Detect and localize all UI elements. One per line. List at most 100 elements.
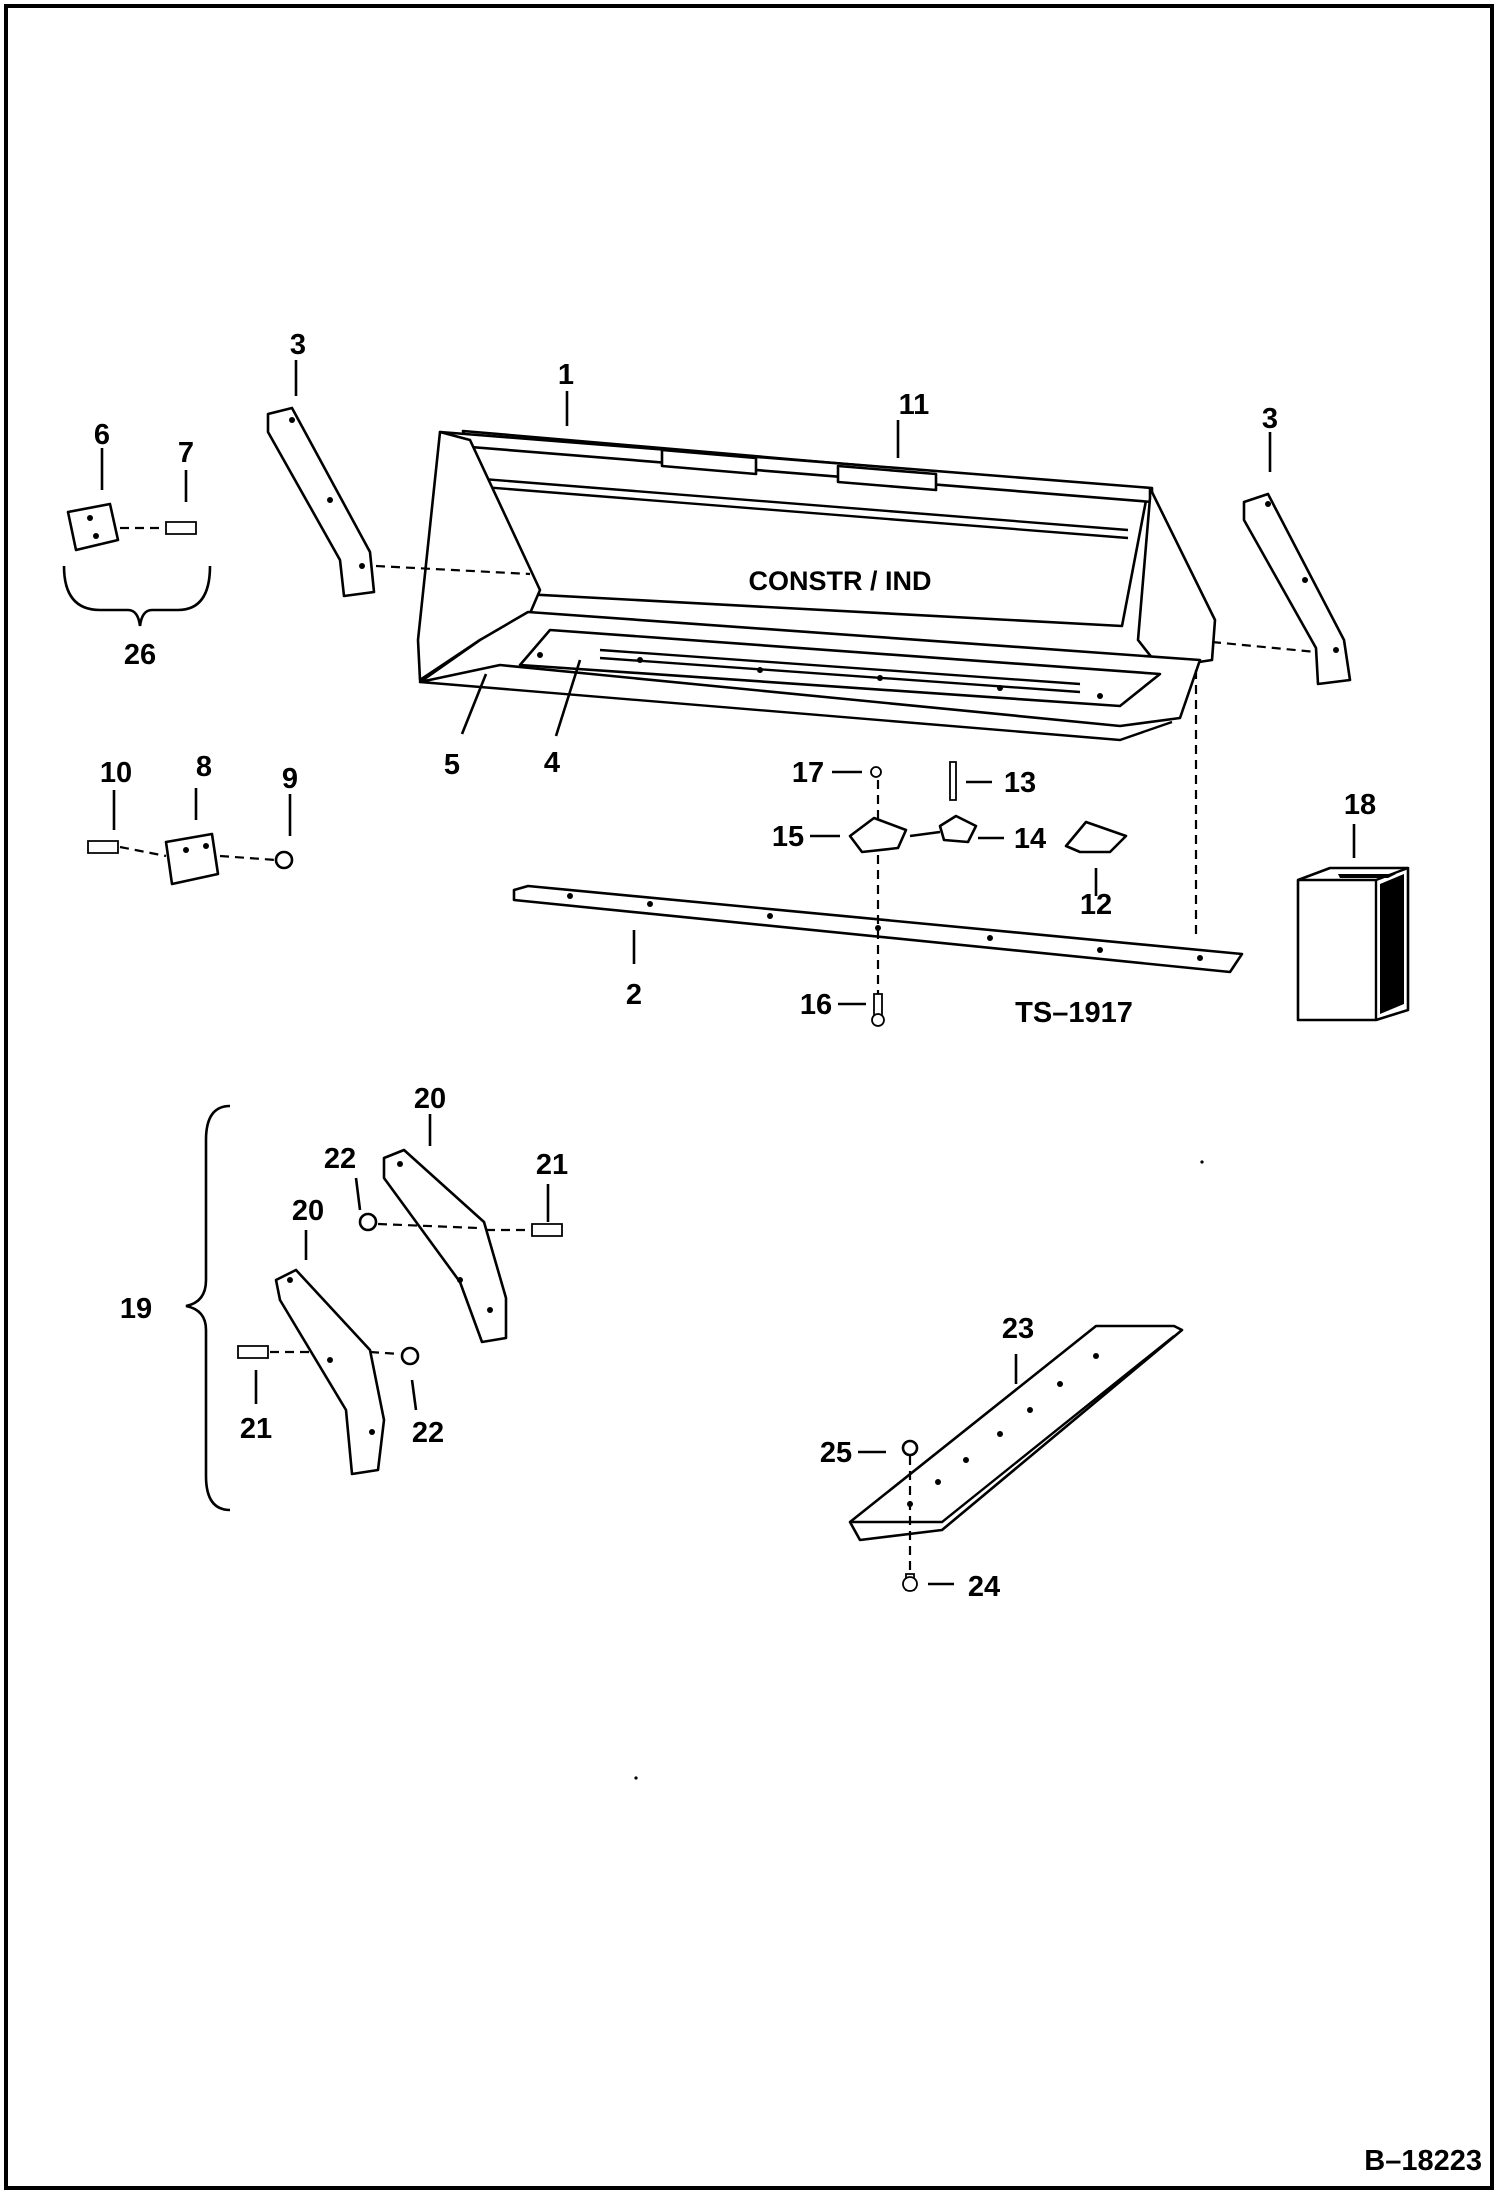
callout-20-bottom: 20 xyxy=(292,1195,324,1227)
edge-hole xyxy=(1197,955,1203,961)
bucket-mount-bracket-right xyxy=(836,464,938,492)
edge-hole xyxy=(1057,1381,1063,1387)
callout-19: 19 xyxy=(120,1293,152,1325)
side-cutter-lower xyxy=(274,1268,386,1476)
callout-11: 11 xyxy=(899,389,930,421)
nut-22-upper xyxy=(358,1212,378,1232)
callout-21-bottom: 21 xyxy=(240,1413,272,1445)
callout-12: 12 xyxy=(1080,889,1112,921)
cutter-hole xyxy=(369,1429,375,1435)
bolt-7 xyxy=(165,521,197,535)
callout-22-bottom: 22 xyxy=(412,1417,444,1449)
pin-13 xyxy=(949,761,957,801)
cutter-hole xyxy=(457,1277,463,1283)
bucket-assembly: CONSTR / IND xyxy=(416,429,1217,742)
callout-20-top: 20 xyxy=(414,1083,446,1115)
callout-18: 18 xyxy=(1344,789,1376,821)
tooth-shank-15 xyxy=(848,816,908,854)
bucket-front-edge xyxy=(419,680,1173,742)
strip-hole xyxy=(327,497,333,503)
bolt-10 xyxy=(87,840,119,854)
floor-hole xyxy=(637,657,643,663)
callout-7: 7 xyxy=(178,437,194,469)
callout-13: 13 xyxy=(1004,767,1036,799)
box-top-shade xyxy=(1338,874,1396,878)
cutter-hole xyxy=(327,1357,333,1363)
bolt-21-upper xyxy=(531,1223,563,1237)
bucket-marking: CONSTR / IND xyxy=(748,566,931,596)
speck xyxy=(634,1776,638,1780)
floor-hole xyxy=(877,675,883,681)
cutter-hole xyxy=(397,1161,403,1167)
edge-hole xyxy=(875,925,881,931)
box-shading xyxy=(1380,874,1404,1014)
bucket-lip-edge-2 xyxy=(469,484,1129,540)
edge-hole xyxy=(1027,1407,1033,1413)
nut-9 xyxy=(274,850,294,870)
callout-6: 6 xyxy=(94,419,110,451)
wear-plate-small xyxy=(66,502,120,552)
side-wear-strip-left xyxy=(266,406,376,598)
floor-hole xyxy=(757,667,763,673)
view-reference-label: TS–1917 xyxy=(1015,997,1133,1029)
side-wear-strip-right xyxy=(1242,492,1352,686)
strip-hole xyxy=(1333,647,1339,653)
callout-21-top: 21 xyxy=(536,1149,568,1181)
callout-10: 10 xyxy=(100,757,132,789)
leader-lines xyxy=(100,360,1356,1586)
dashed-alignment-left-strip xyxy=(375,564,531,576)
speck xyxy=(1200,1160,1204,1164)
washer-25 xyxy=(901,1439,919,1457)
floor-hole xyxy=(1097,693,1103,699)
edge-hole xyxy=(567,893,573,899)
bolt-21-lower xyxy=(237,1345,269,1359)
dashed-alignment-right-strip xyxy=(1211,640,1317,654)
bucket-mount-bracket-left xyxy=(660,448,758,476)
bolt-16-head xyxy=(871,1013,885,1027)
plate-hole xyxy=(87,515,93,521)
washer-17 xyxy=(870,766,882,778)
callout-8: 8 xyxy=(196,751,212,783)
edge-hole xyxy=(767,913,773,919)
nut-22-lower xyxy=(400,1346,420,1366)
page-frame xyxy=(4,4,1494,2190)
dashed-alignment-10-8 xyxy=(119,845,167,858)
strip-hole xyxy=(289,417,295,423)
tooth-link xyxy=(909,830,941,838)
dashed-alignment-22-upper xyxy=(377,1222,479,1230)
edge-hole xyxy=(647,901,653,907)
callout-16: 16 xyxy=(800,989,832,1021)
bucket-lip-edge xyxy=(469,476,1129,532)
callout-26: 26 xyxy=(124,639,156,671)
brace-26 xyxy=(62,565,212,627)
callout-24: 24 xyxy=(968,1571,1000,1603)
callout-2: 2 xyxy=(626,979,642,1011)
edge-bevel xyxy=(850,1335,1175,1524)
strip-hole xyxy=(359,563,365,569)
dashed-alignment-8-9 xyxy=(219,854,277,862)
callouts: 1 2 3 3 4 5 6 7 8 9 10 11 12 13 14 15 16… xyxy=(94,329,1376,1603)
strip-hole xyxy=(1265,501,1271,507)
callout-15: 15 xyxy=(772,821,804,853)
edge-hole xyxy=(1097,947,1103,953)
plate-8 xyxy=(164,832,220,886)
floor-hole xyxy=(997,685,1003,691)
callout-3-right: 3 xyxy=(1262,403,1278,435)
cutter-hole xyxy=(287,1277,293,1283)
plate-hole xyxy=(93,533,99,539)
callout-23: 23 xyxy=(1002,1313,1034,1345)
tooth-12 xyxy=(1064,820,1128,854)
callout-17: 17 xyxy=(792,757,824,789)
tooth-14 xyxy=(938,814,978,844)
callout-5: 5 xyxy=(444,749,460,781)
callout-14: 14 xyxy=(1014,823,1046,855)
strip-hole xyxy=(1302,577,1308,583)
floor-hole xyxy=(537,652,543,658)
callout-9: 9 xyxy=(282,763,298,795)
bolt-24-head xyxy=(902,1576,918,1592)
callout-3-left: 3 xyxy=(290,329,306,361)
cutter-hole xyxy=(487,1307,493,1313)
callout-25: 25 xyxy=(820,1437,852,1469)
edge-hole xyxy=(987,935,993,941)
